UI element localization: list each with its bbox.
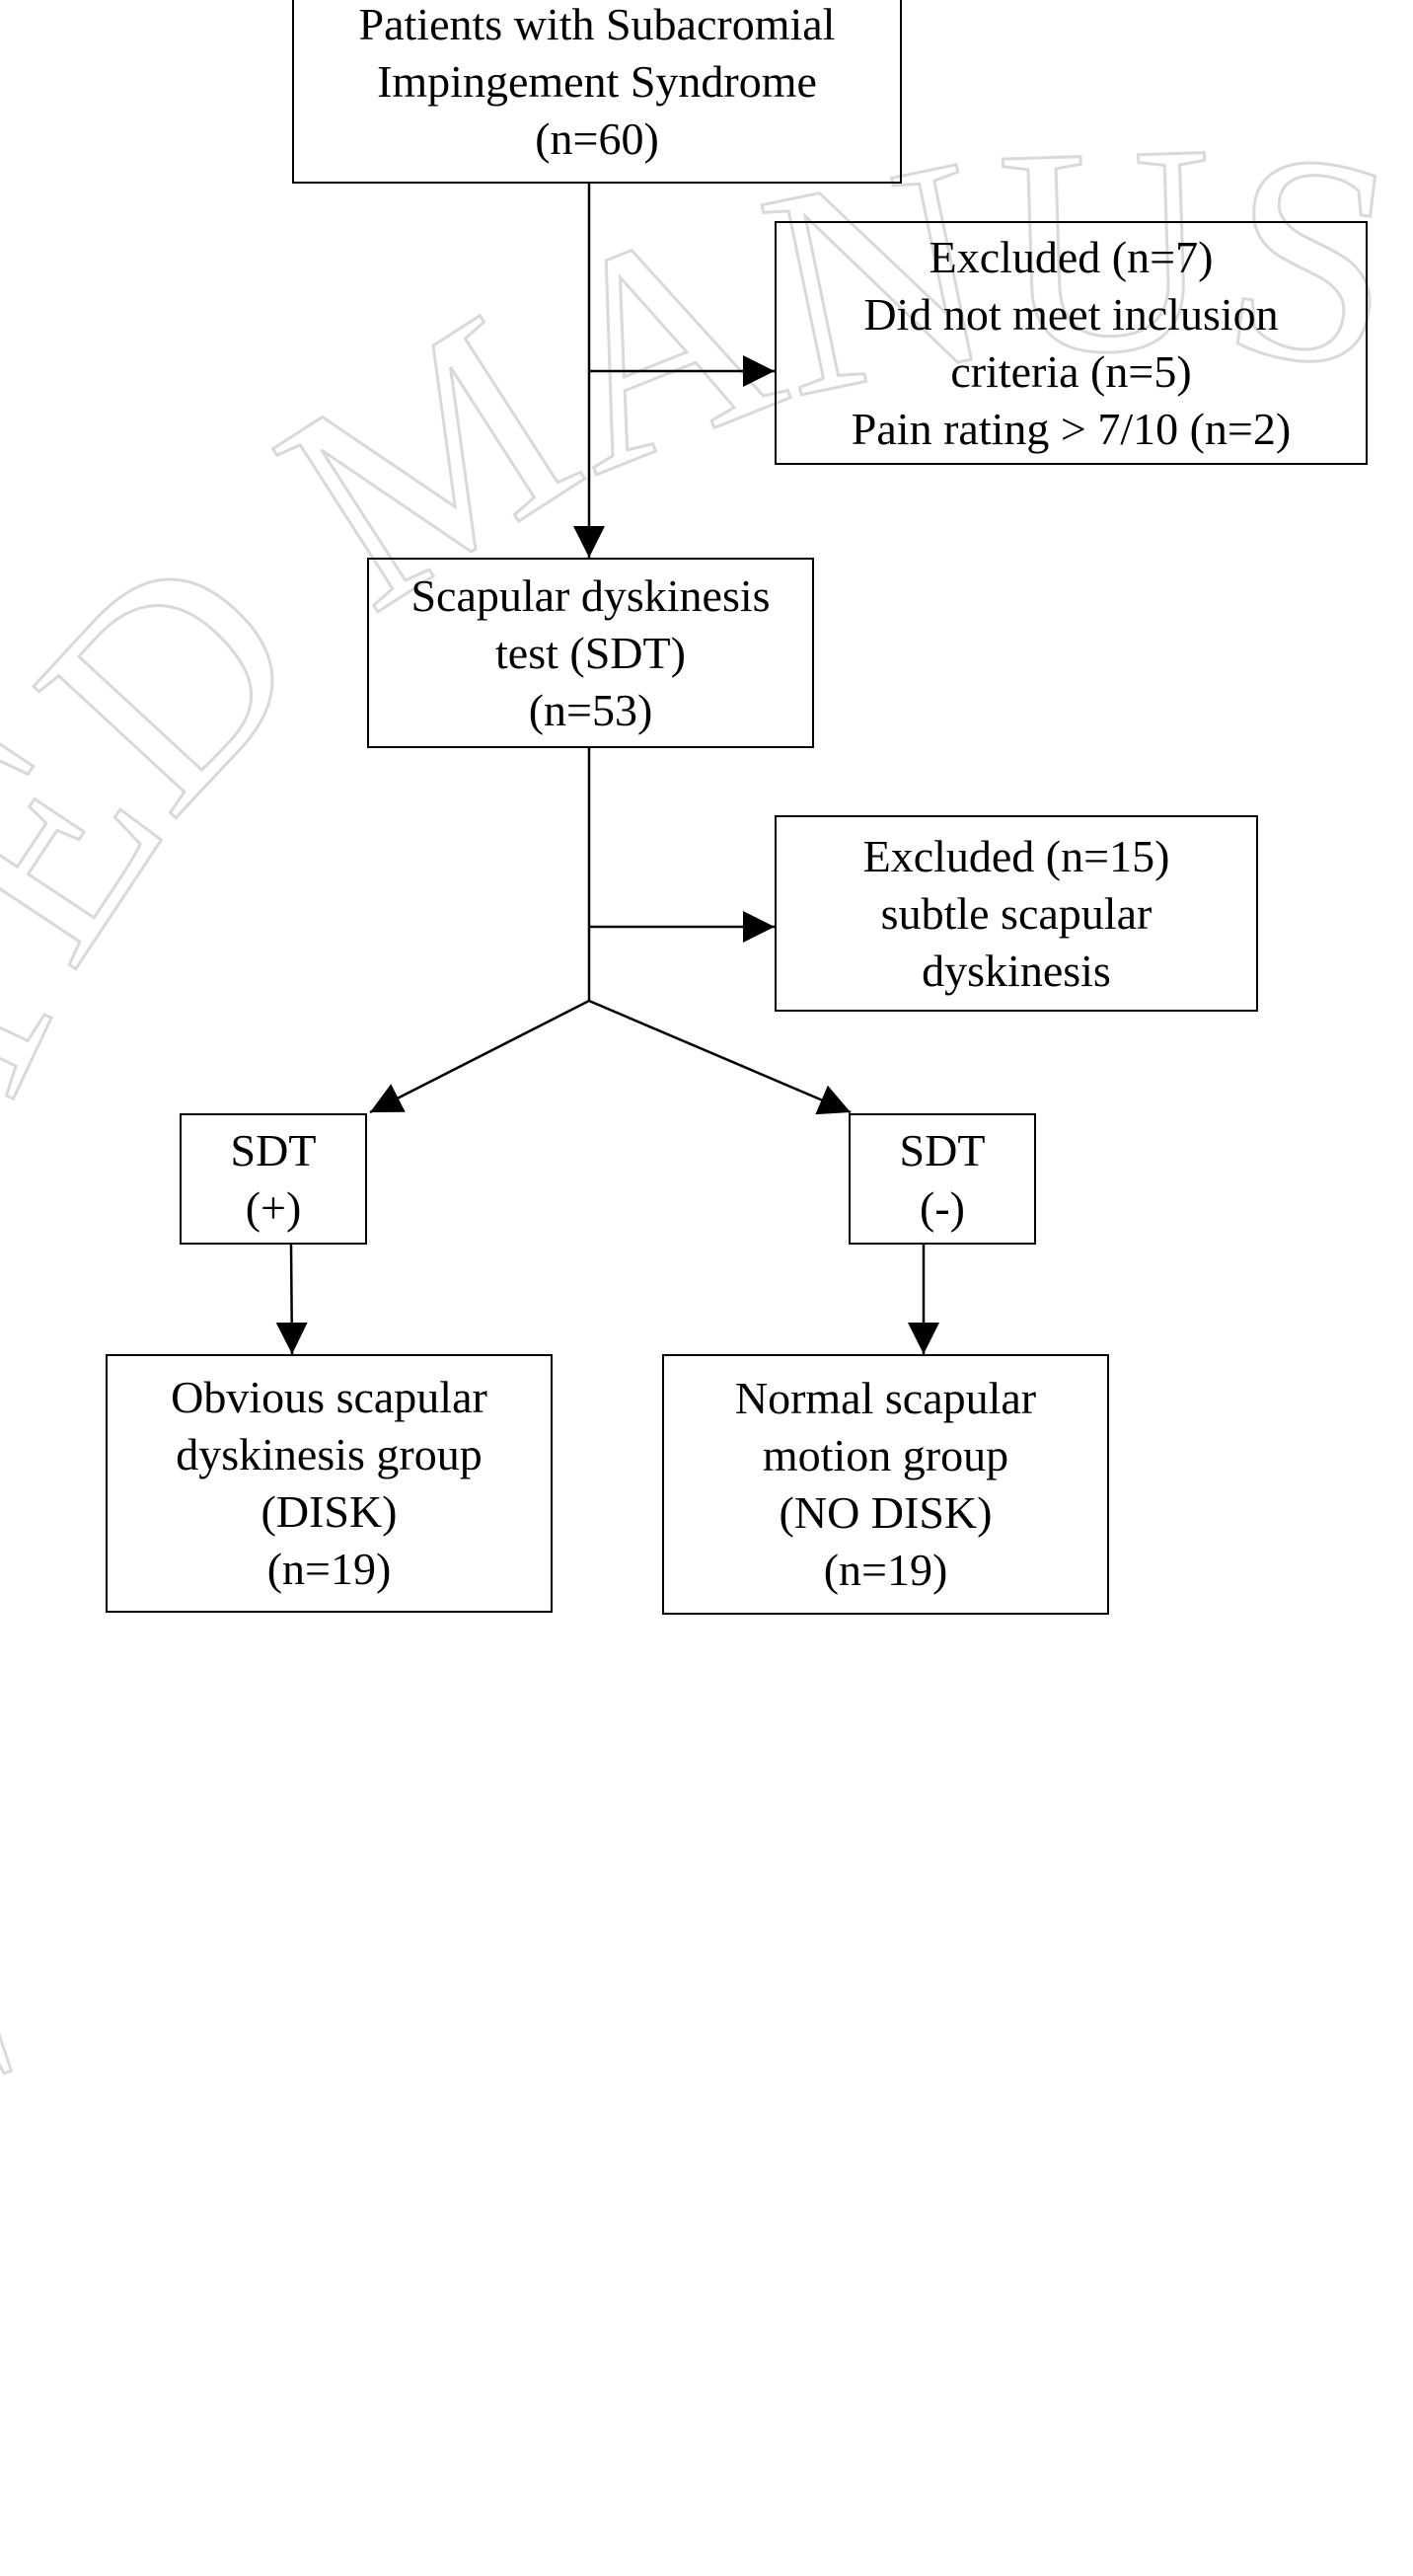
sdt-negative-line-1: SDT (899, 1124, 986, 1175)
excluded-second-box: Excluded (n=15) subtle scapular dyskines… (775, 815, 1258, 1012)
excluded-first-line-1: Excluded (n=7) (929, 231, 1214, 282)
no-disk-group-line-4: (n=19) (823, 1545, 948, 1595)
disk-group-line-1: Obvious scapular (171, 1372, 487, 1422)
patients-line-3: (n=60) (535, 114, 659, 164)
no-disk-group-box: Normal scapular motion group (NO DISK) (… (662, 1354, 1109, 1615)
excluded-second-line-1: Excluded (n=15) (862, 830, 1170, 881)
disk-group-line-2: dyskinesis group (176, 1429, 483, 1479)
sdt-line-1: Scapular dyskinesis (410, 569, 771, 621)
excluded-second-line-3: dyskinesis (922, 945, 1111, 996)
sdt-negative-line-2: (-) (920, 1181, 965, 1233)
connector-sdt-positive-to-disk (275, 1244, 308, 1355)
sdt-box: Scapular dyskinesis test (SDT) (n=53) (367, 558, 814, 748)
excluded-first-box: Excluded (n=7) Did not meet inclusion cr… (775, 221, 1368, 465)
connector-split-to-sdt-negative (588, 999, 852, 1115)
disk-group-line-3: (DISK) (260, 1486, 398, 1537)
connector-split-to-sdt-positive (369, 999, 590, 1114)
excluded-first-line-3: criteria (n=5) (950, 345, 1192, 397)
sdt-positive-line-2: (+) (245, 1181, 302, 1233)
no-disk-group-line-1: Normal scapular (734, 1373, 1037, 1423)
no-disk-group-line-3: (NO DISK) (779, 1487, 993, 1538)
sdt-line-2: test (SDT) (495, 627, 686, 678)
patients-box: Patients with Subacromial Impingement Sy… (292, 0, 902, 184)
disk-group-line-4: (n=19) (266, 1544, 392, 1594)
no-disk-group-line-2: motion group (762, 1430, 1009, 1480)
patients-line-2: Impingement Syndrome (377, 56, 817, 107)
sdt-negative-box: SDT (-) (849, 1113, 1036, 1245)
excluded-first-line-2: Did not meet inclusion (863, 288, 1279, 340)
patients-line-1: Patients with Subacromial (358, 0, 836, 49)
sdt-line-3: (n=53) (528, 684, 653, 735)
sdt-positive-line-1: SDT (230, 1124, 317, 1175)
excluded-second-line-2: subtle scapular (880, 887, 1153, 939)
disk-group-box: Obvious scapular dyskinesis group (DISK)… (106, 1354, 553, 1613)
sdt-positive-box: SDT (+) (180, 1113, 367, 1245)
excluded-first-line-4: Pain rating > 7/10 (n=2) (851, 403, 1292, 454)
